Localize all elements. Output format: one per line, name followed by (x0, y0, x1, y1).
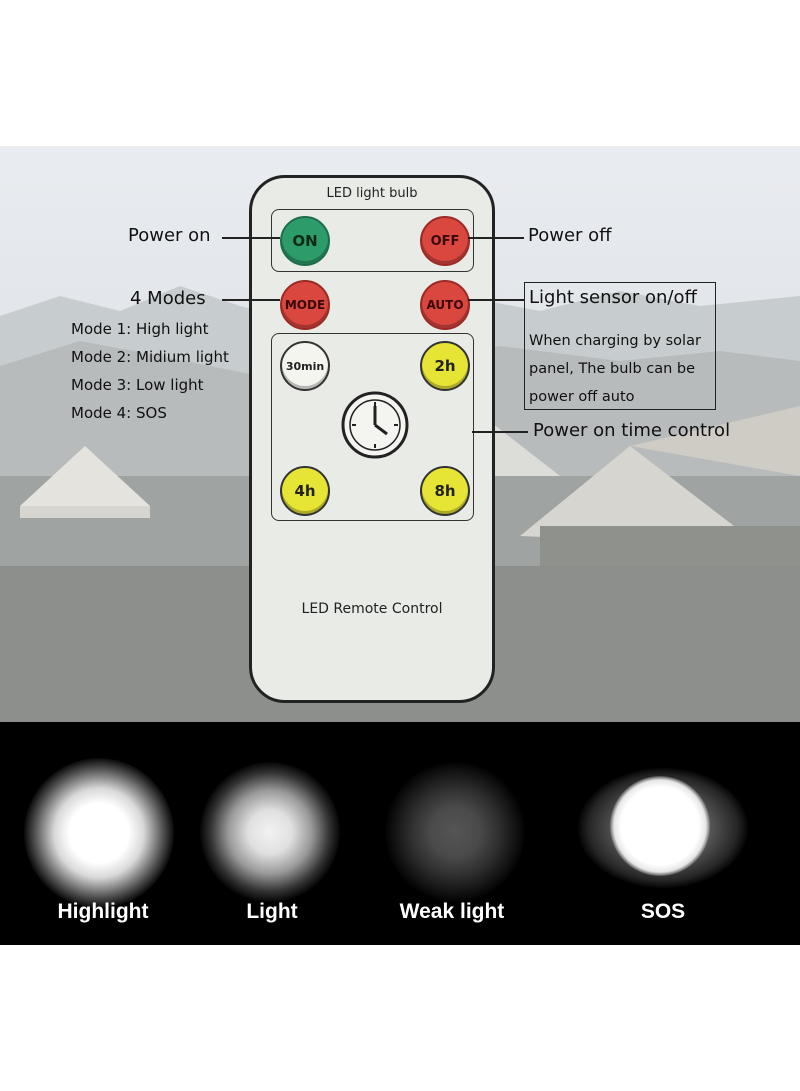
light-sensor-desc-line: When charging by solar (529, 333, 701, 349)
power-on-leader-line (222, 237, 280, 239)
timer-2h-button[interactable]: 2h (420, 341, 470, 391)
mode-button[interactable]: MODE (280, 280, 330, 330)
on-button[interactable]: ON (280, 216, 330, 266)
remote-footer: LED Remote Control (301, 601, 443, 617)
light-modes-strip: Highlight Light Weak light SOS (0, 722, 800, 945)
timer-30min-button[interactable]: 30min (280, 341, 330, 391)
mode-1-label: Mode 1: High light (71, 320, 209, 338)
power-panel (271, 209, 474, 272)
sos-glow-icon (610, 776, 710, 876)
light-sensor-desc-line: power off auto (529, 389, 635, 405)
auto-button[interactable]: AUTO (420, 280, 470, 330)
light-sensor-description: When charging by solar panel, The bulb c… (529, 327, 715, 411)
power-off-label: Power off (528, 225, 612, 246)
highlight-glow-icon (24, 758, 174, 908)
light-label: Light (246, 900, 298, 923)
sos-label: SOS (640, 900, 686, 923)
mode-2-label: Mode 2: Midium light (71, 348, 229, 366)
highlight-label: Highlight (57, 900, 149, 923)
remote-control: LED light bulb ON OFF MODE AUTO 30min 2h… (249, 175, 495, 703)
light-sensor-callout: Light sensor on/off When charging by sol… (524, 282, 716, 410)
modes-leader-line (222, 299, 280, 301)
weak-light-label: Weak light (399, 900, 505, 923)
light-sensor-title: Light sensor on/off (529, 287, 697, 308)
modes-title: 4 Modes (130, 288, 206, 309)
mode-4-label: Mode 4: SOS (71, 404, 167, 422)
power-off-leader-line (468, 237, 524, 239)
power-on-time-leader-line (472, 431, 528, 433)
timer-8h-button[interactable]: 8h (420, 466, 470, 516)
weak-light-glow-icon (385, 762, 525, 902)
timer-4h-button[interactable]: 4h (280, 466, 330, 516)
power-on-time-label: Power on time control (533, 420, 731, 441)
light-glow-icon (200, 762, 340, 902)
remote-title: LED light bulb (326, 186, 418, 201)
timer-panel (271, 333, 474, 521)
power-on-label: Power on (128, 225, 211, 246)
clock-icon (341, 391, 409, 459)
light-sensor-desc-line: panel, The bulb can be (529, 361, 696, 377)
sensor-leader-line (468, 299, 524, 301)
mode-3-label: Mode 3: Low light (71, 376, 204, 394)
off-button[interactable]: OFF (420, 216, 470, 266)
